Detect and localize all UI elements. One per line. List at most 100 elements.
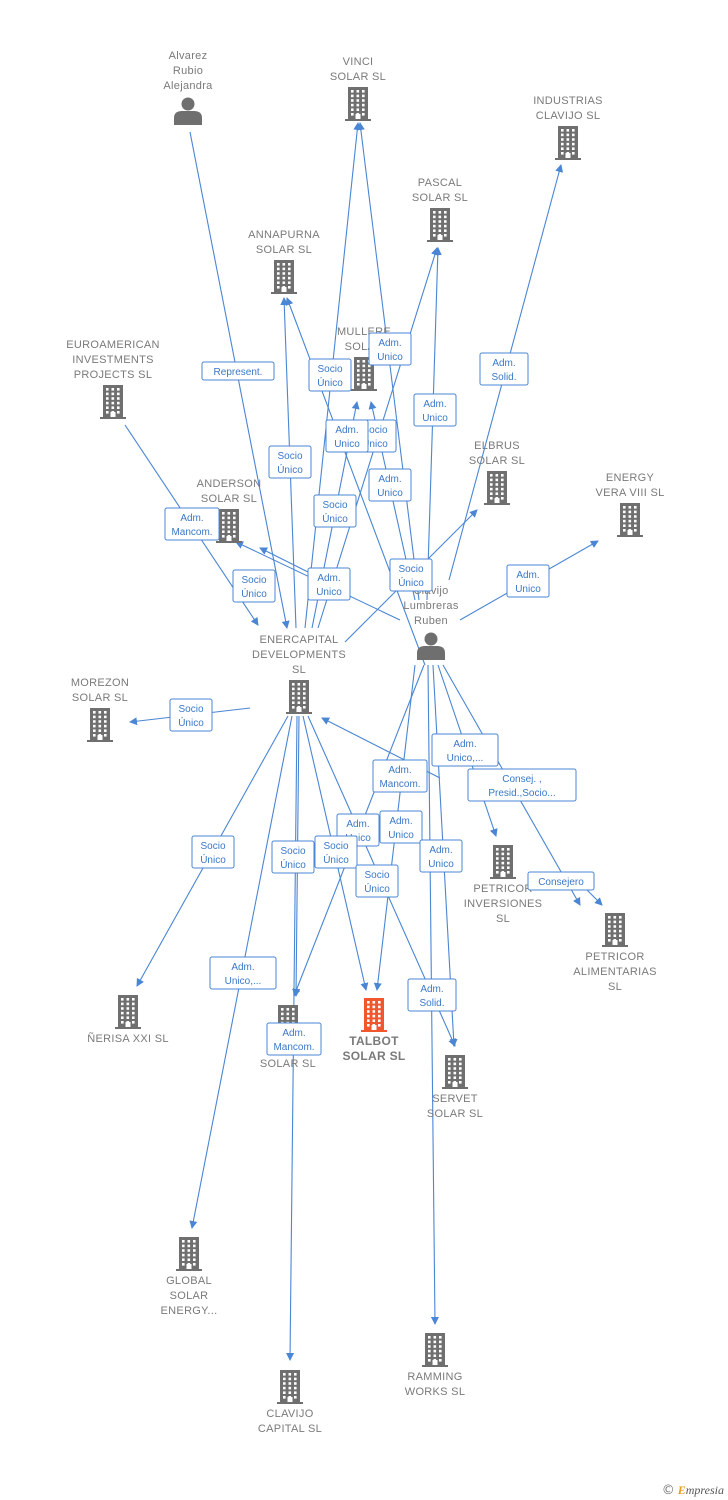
node-label: CAPITAL SL: [258, 1423, 322, 1435]
edge-line: [259, 547, 309, 573]
relation-tag: Adm.Unico: [379, 810, 423, 844]
node-label: CLAVIJO SL: [536, 110, 601, 122]
building-icon: [490, 845, 516, 879]
relation-label: Único: [398, 576, 424, 589]
building-icon: [115, 995, 141, 1029]
node-label: ALIMENTARIAS: [573, 966, 656, 978]
relation-label: Único: [323, 853, 349, 866]
relation-label: Unico: [316, 587, 342, 598]
relation-tag: Adm.Unico: [368, 332, 412, 366]
node-label: ANDERSON: [197, 478, 262, 490]
node-energyvera[interactable]: ENERGY VERA VIII SL: [595, 472, 664, 537]
node-label: SL: [608, 981, 622, 993]
relation-label: Adm.: [388, 765, 411, 776]
relation-tag: Adm.Unico: [307, 567, 351, 601]
building-icon: [442, 1055, 468, 1089]
relation-tag: Adm.Mancom.: [164, 507, 220, 541]
relation-label: Presid.,Socio...: [488, 788, 555, 799]
node-label: ENERGY: [606, 472, 655, 484]
relation-label: Único: [277, 463, 303, 476]
building-icon: [87, 708, 113, 742]
building-icon: [361, 998, 387, 1032]
node-label: Alvarez: [169, 50, 208, 62]
node-label: VERA VIII SL: [595, 487, 664, 499]
relation-tag: Consejero: [527, 871, 595, 891]
relation-label: Único: [362, 437, 388, 450]
relation-tag: Adm.Solid.: [407, 978, 457, 1012]
building-icon: [484, 471, 510, 505]
relation-label: Mancom.: [273, 1042, 314, 1053]
node-clavijo_p[interactable]: ClavijoLumbrerasRuben: [403, 585, 459, 660]
relation-label: Adm.: [429, 845, 452, 856]
relation-label: Adm.: [423, 399, 446, 410]
relation-label: Socio: [241, 575, 266, 586]
relation-tag: Adm. Unico: [413, 393, 457, 427]
relation-label: Adm.: [282, 1028, 305, 1039]
relation-tag: Consej. , Presid.,Socio...: [467, 768, 577, 802]
person-icon: [417, 632, 445, 660]
building-icon: [422, 1333, 448, 1367]
relation-label: Socio: [322, 500, 347, 511]
node-annapurna[interactable]: ANNAPURNA SOLAR SL: [248, 229, 320, 294]
node-label: RAMMING: [407, 1371, 462, 1383]
relation-tag: Adm. Unico,...: [209, 956, 277, 990]
relation-label: Consej. ,: [502, 774, 541, 785]
node-label: SOLAR SL: [256, 244, 312, 256]
node-label: VINCI: [343, 56, 374, 68]
node-label: EUROAMERICAN: [66, 339, 159, 351]
relation-label: Único: [322, 512, 348, 525]
node-label: ANNAPURNA: [248, 229, 320, 241]
relation-label: Unico: [388, 830, 414, 841]
relation-label: Adm.: [231, 962, 254, 973]
footer-brand: © Empresia: [662, 1483, 724, 1498]
node-label: INVESTMENTS: [72, 354, 154, 366]
node-nerisa[interactable]: ÑERISA XXI SL: [87, 995, 169, 1045]
building-icon: [427, 208, 453, 242]
relation-tag: Represent.: [201, 361, 275, 381]
building-icon: [286, 680, 312, 714]
node-global[interactable]: GLOBALSOLARENERGY...: [161, 1237, 218, 1317]
relation-tag: Adm.Unico: [325, 419, 369, 453]
person-icon: [174, 97, 202, 125]
node-label: ÑERISA XXI SL: [87, 1032, 169, 1045]
building-icon: [555, 126, 581, 160]
relation-label: Represent.: [214, 367, 263, 378]
node-label: DEVELOPMENTS: [252, 649, 346, 661]
node-label: SOLAR SL: [412, 192, 468, 204]
relation-label: Único: [200, 853, 226, 866]
edge-line: [584, 887, 603, 906]
brand-logo-initial: E: [677, 1483, 686, 1497]
building-icon: [277, 1370, 303, 1404]
node-label: ENERCAPITAL: [260, 634, 339, 646]
relation-label: Mancom.: [171, 527, 212, 538]
relation-label: Unico: [422, 413, 448, 424]
relation-label: Solid.: [491, 372, 516, 383]
relation-label: Unico,...: [225, 976, 262, 987]
relation-label: Único: [280, 858, 306, 871]
node-label: SOLAR SL: [330, 71, 386, 83]
building-icon: [100, 385, 126, 419]
relation-tag: Adm. Mancom.: [266, 1022, 322, 1056]
node-label: SOLAR SL: [72, 692, 128, 704]
relation-label: Unico,...: [447, 753, 484, 764]
node-vinci[interactable]: VINCI SOLAR SL: [330, 56, 386, 121]
building-icon: [602, 913, 628, 947]
